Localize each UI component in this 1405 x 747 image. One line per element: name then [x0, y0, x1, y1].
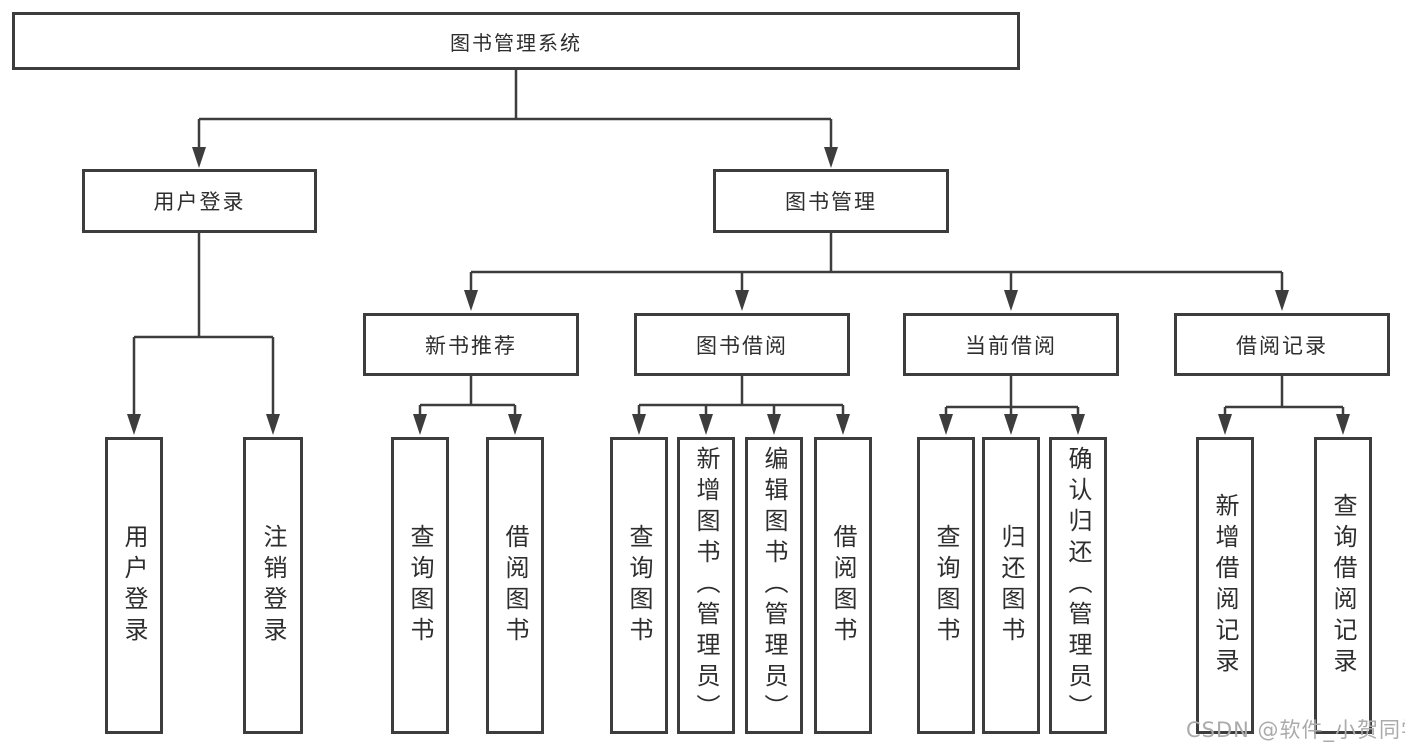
arrowhead-icon — [1004, 290, 1018, 311]
leaf-add-book-admin: 新增图书（管理员） — [677, 437, 735, 734]
arrowhead-icon — [767, 414, 781, 435]
leaf-label: 新增图书（管理员） — [692, 446, 720, 725]
arrowhead-icon — [1275, 290, 1289, 311]
arrowhead-icon — [192, 147, 206, 168]
leaf-query-book-2: 查询图书 — [610, 437, 668, 734]
leaf-query-book-3: 查询图书 — [917, 437, 975, 734]
arrowhead-icon — [127, 414, 141, 435]
leaf-label: 编辑图书（管理员） — [760, 446, 788, 725]
leaf-label: 查询图书 — [625, 523, 653, 648]
leaf-label: 借阅图书 — [829, 523, 857, 648]
leaf-label: 新增借阅记录 — [1211, 492, 1239, 679]
csdn-watermark: CSDN @软件_小贺同学 — [1186, 718, 1405, 742]
node-current-borrow: 当前借阅 — [903, 313, 1119, 376]
leaf-label: 查询图书 — [932, 523, 960, 648]
leaf-logout: 注销登录 — [243, 437, 303, 734]
arrowhead-icon — [508, 414, 522, 435]
leaf-borrow-book-2: 借阅图书 — [814, 437, 872, 734]
node-new-book-recommend: 新书推荐 — [363, 313, 579, 376]
arrowhead-icon — [699, 414, 713, 435]
leaf-add-borrow-record: 新增借阅记录 — [1196, 437, 1254, 734]
node-book-management: 图书管理 — [713, 169, 949, 233]
node-root-system: 图书管理系统 — [12, 12, 1020, 70]
leaf-edit-book-admin: 编辑图书（管理员） — [745, 437, 803, 734]
arrowhead-icon — [1004, 414, 1018, 435]
arrowhead-icon — [939, 414, 953, 435]
arrowhead-icon — [735, 290, 749, 311]
leaf-query-book-1: 查询图书 — [391, 437, 449, 734]
leaf-confirm-return-admin: 确认归还（管理员） — [1049, 437, 1107, 734]
leaf-user-login: 用户登录 — [105, 437, 163, 734]
arrowhead-icon — [464, 290, 478, 311]
leaf-label: 用户登录 — [120, 523, 148, 648]
leaf-label: 归还图书 — [997, 523, 1025, 648]
arrowhead-icon — [1218, 414, 1232, 435]
leaf-query-borrow-record: 查询借阅记录 — [1314, 437, 1372, 734]
arrowhead-icon — [413, 414, 427, 435]
node-book-borrow: 图书借阅 — [634, 313, 850, 376]
leaf-label: 查询借阅记录 — [1329, 492, 1357, 679]
leaf-label: 确认归还（管理员） — [1064, 446, 1092, 725]
leaf-borrow-book-1: 借阅图书 — [486, 437, 544, 734]
leaf-return-book: 归还图书 — [982, 437, 1040, 734]
arrowhead-icon — [266, 414, 280, 435]
arrowhead-icon — [632, 414, 646, 435]
arrowhead-icon — [824, 147, 838, 168]
leaf-label: 注销登录 — [259, 523, 287, 648]
arrowhead-icon — [1071, 414, 1085, 435]
connector-path — [132, 70, 1345, 414]
node-user-login: 用户登录 — [82, 169, 317, 233]
arrowheads — [127, 147, 1350, 435]
arrowhead-icon — [1336, 414, 1350, 435]
arrowhead-icon — [836, 414, 850, 435]
leaf-label: 查询图书 — [406, 523, 434, 648]
node-borrow-records: 借阅记录 — [1174, 313, 1390, 376]
leaf-label: 借阅图书 — [501, 523, 529, 648]
